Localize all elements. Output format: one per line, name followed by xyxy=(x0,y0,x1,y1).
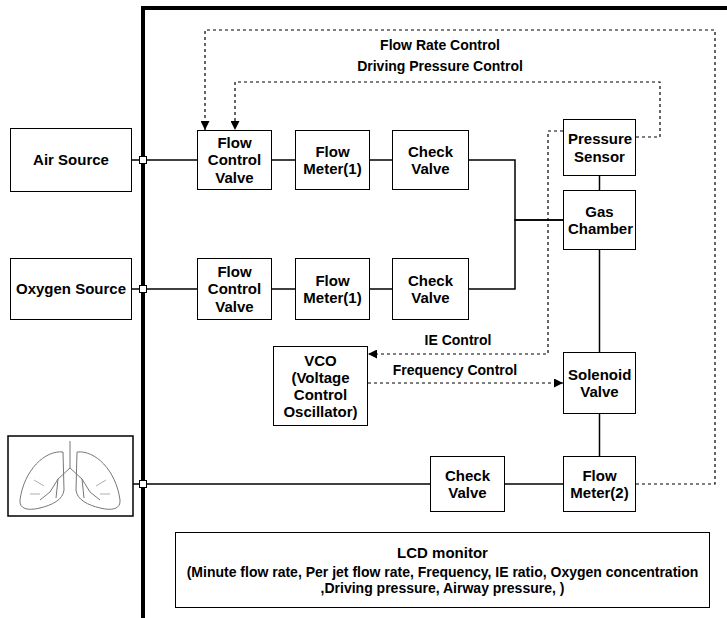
control-signal-line xyxy=(205,30,715,484)
box-label: LCD monitor xyxy=(180,544,705,561)
meter-box: Flow Meter(1) xyxy=(295,130,370,190)
valve-box: Flow Control Valve xyxy=(197,130,272,190)
signal-label: Driving Pressure Control xyxy=(354,58,526,74)
gas-line xyxy=(272,159,295,161)
signal-label: Flow Rate Control xyxy=(377,37,503,53)
box-label: Flow Meter(1) xyxy=(300,272,365,307)
gas-line xyxy=(370,288,392,290)
meter-box: Flow Meter(1) xyxy=(295,258,370,320)
source-box: Air Source xyxy=(10,128,132,192)
box-label: Solenoid Valve xyxy=(568,366,631,401)
box-label: VCO (Voltage Control Oscillator) xyxy=(278,352,363,421)
gas-line xyxy=(469,160,563,220)
control-signal-line xyxy=(368,131,563,354)
box-label: Gas Chamber xyxy=(568,203,631,238)
oscillator-box: VCO (Voltage Control Oscillator) xyxy=(273,346,368,426)
box-label: Flow Control Valve xyxy=(202,263,267,315)
port-square xyxy=(140,481,147,488)
gas-line xyxy=(272,288,295,290)
meter-box: Flow Meter(2) xyxy=(563,456,636,512)
valve-box: Check Valve xyxy=(392,130,469,190)
valve-box: Check Valve xyxy=(430,456,505,512)
gas-line xyxy=(370,159,392,161)
box-label: Check Valve xyxy=(397,272,464,307)
gas-line xyxy=(599,250,601,352)
box-label: Flow Meter(1) xyxy=(300,143,365,178)
box-label: Check Valve xyxy=(435,467,500,502)
source-box: Oxygen Source xyxy=(10,258,132,320)
box-label: Oxygen Source xyxy=(15,280,127,297)
box-label: Check Valve xyxy=(397,143,464,178)
housing-wall xyxy=(141,6,727,10)
airway-tube xyxy=(133,483,430,485)
gas-line xyxy=(599,176,601,190)
valve-box: Check Valve xyxy=(392,258,469,320)
monitor-panel: LCD monitor (Minute flow rate, Per jet fl… xyxy=(175,532,710,608)
sensor-box: Pressure Sensor xyxy=(563,119,636,176)
port-square xyxy=(140,157,147,164)
control-signal-line xyxy=(368,382,563,383)
box-label: Pressure Sensor xyxy=(568,130,631,165)
valve-box: Flow Control Valve xyxy=(197,258,272,320)
chamber-box: Gas Chamber xyxy=(563,190,636,250)
box-label: Flow Control Valve xyxy=(202,134,267,186)
lung-illustration xyxy=(8,436,133,516)
port-square xyxy=(140,286,147,293)
box-label: Air Source xyxy=(15,151,127,168)
gas-line xyxy=(469,220,563,289)
housing-wall xyxy=(141,6,145,618)
signal-label: IE Control xyxy=(422,332,495,348)
valve-box: Solenoid Valve xyxy=(563,352,636,414)
gas-line xyxy=(599,414,601,456)
box-body-text: (Minute flow rate, Per jet flow rate, Fr… xyxy=(180,564,705,596)
box-label: Flow Meter(2) xyxy=(568,467,631,502)
gas-line xyxy=(505,483,563,485)
signal-label: Frequency Control xyxy=(390,362,520,378)
